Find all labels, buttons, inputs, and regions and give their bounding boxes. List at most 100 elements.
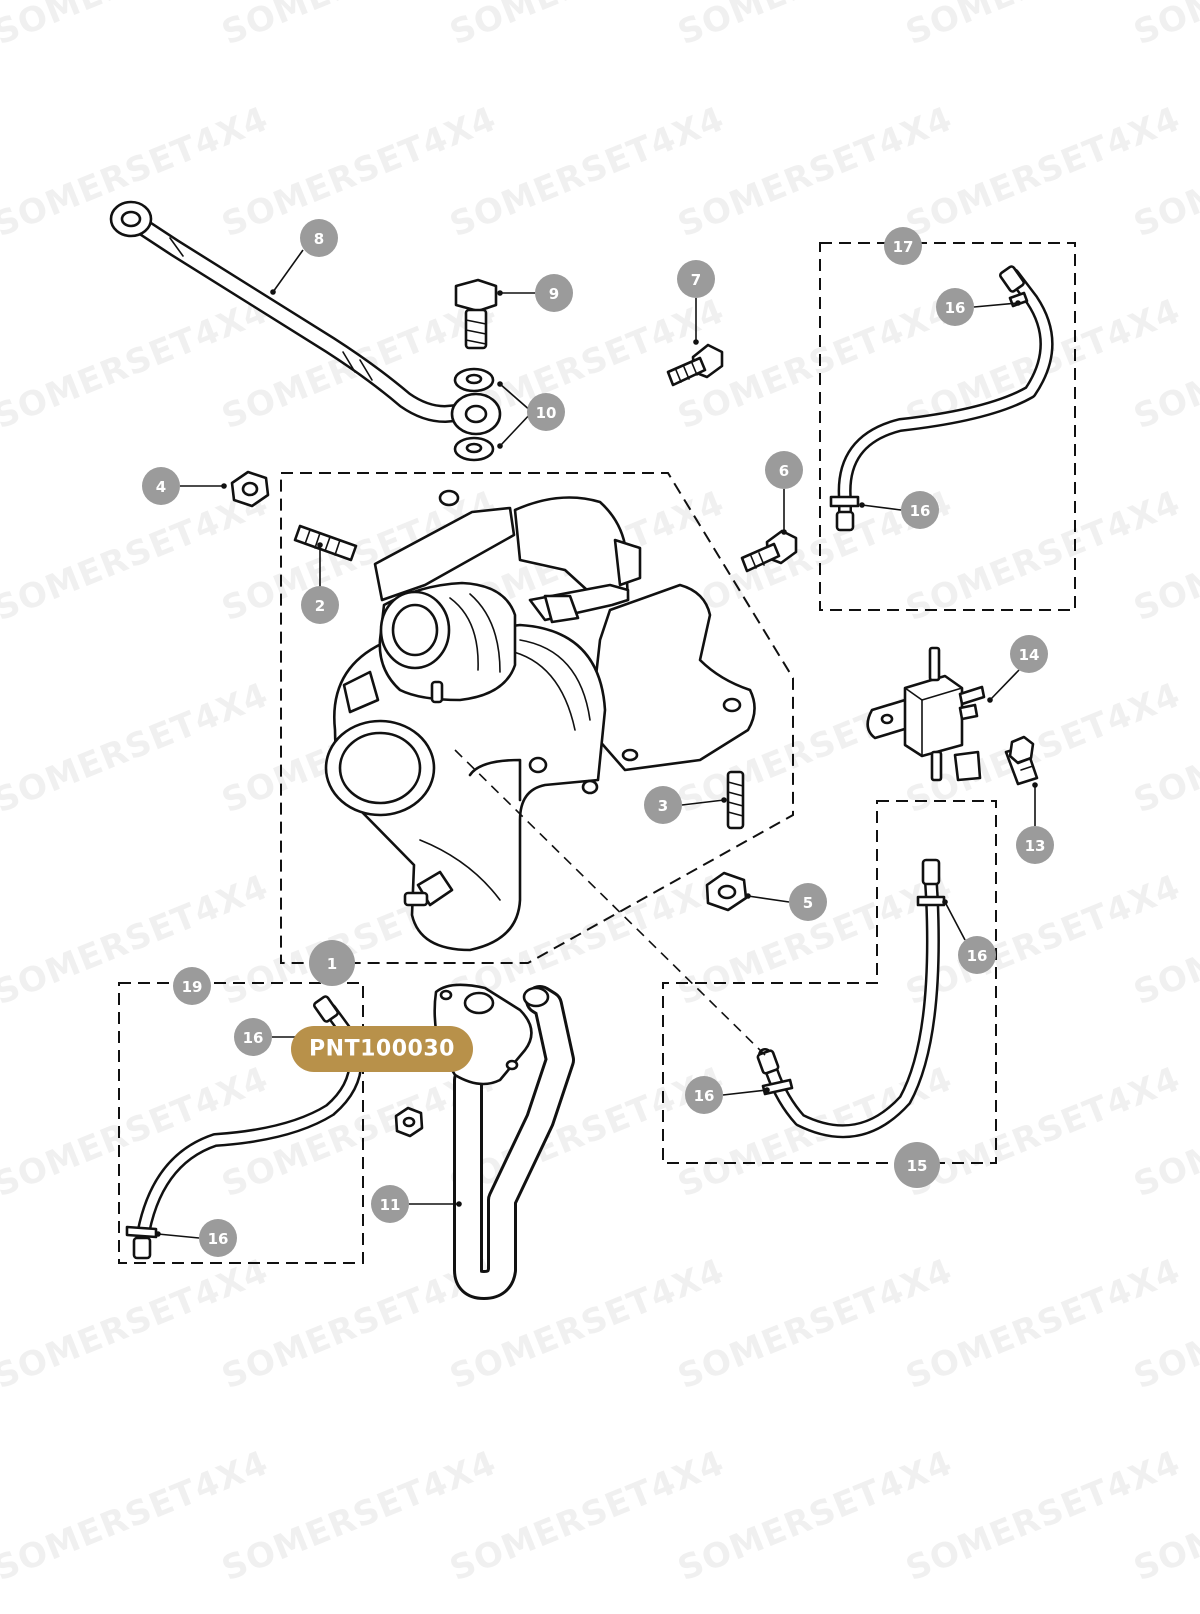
turbocharger — [324, 489, 756, 952]
callout-leader-10 — [499, 383, 533, 413]
callout-leader-dot — [781, 529, 787, 535]
callout-circle — [685, 1076, 723, 1114]
vacuum-hose-19 — [125, 995, 363, 1260]
callout-leader-dot — [721, 797, 727, 803]
callout-3: 3 — [644, 786, 682, 824]
callout-label: 15 — [907, 1157, 928, 1175]
callout-circle — [765, 451, 803, 489]
callout-16: 16 — [199, 1219, 237, 1257]
sealing-washers — [453, 367, 495, 462]
kit-link-leader — [454, 749, 766, 1056]
callout-7: 7 — [677, 260, 715, 298]
part-number-text: PNT100030 — [309, 1037, 455, 1062]
callout-circle — [936, 288, 974, 326]
bolt-13 — [1004, 735, 1039, 786]
callout-16: 16 — [958, 936, 996, 974]
callout-11: 11 — [371, 1185, 409, 1223]
callout-leader-16 — [722, 1089, 768, 1096]
callout-circle — [958, 936, 996, 974]
callout-5: 5 — [789, 883, 827, 921]
callout-circle — [173, 967, 211, 1005]
callout-label: 2 — [315, 597, 325, 615]
callout-leader-3 — [681, 799, 725, 806]
callout-leader-dot — [317, 542, 323, 548]
callout-circle — [894, 1142, 940, 1188]
callout-label: 16 — [243, 1029, 264, 1047]
oil-feed-pipe — [109, 200, 502, 436]
callout-label: 16 — [910, 502, 931, 520]
hose-kit-15-box — [662, 800, 997, 1164]
callout-circle — [199, 1219, 237, 1257]
callout-leader-dot — [456, 1201, 462, 1207]
callout-leaders — [155, 249, 1038, 1239]
callout-leader-dot — [859, 502, 865, 508]
callout-leader-dot — [987, 697, 993, 703]
callout-label: 16 — [208, 1230, 229, 1248]
callout-label: 16 — [694, 1087, 715, 1105]
callout-label: 17 — [893, 238, 914, 256]
callout-circle — [884, 227, 922, 265]
stud-3 — [726, 770, 745, 830]
callout-leader-dot — [221, 483, 227, 489]
callout-leader-dot — [497, 443, 503, 449]
bolt-7 — [666, 343, 724, 387]
callout-label: 4 — [156, 478, 166, 496]
callout-leader-dot — [497, 381, 503, 387]
callout-6: 6 — [765, 451, 803, 489]
callout-circle — [1016, 826, 1054, 864]
callout-14: 14 — [1010, 635, 1048, 673]
callout-circle — [234, 1018, 272, 1056]
callout-label: 16 — [967, 947, 988, 965]
vacuum-hose-15 — [756, 858, 946, 1139]
callout-leader-dot — [155, 1231, 161, 1237]
callout-label: 13 — [1025, 837, 1046, 855]
stud-2 — [293, 524, 358, 562]
callout-2: 2 — [301, 586, 339, 624]
callout-circle — [677, 260, 715, 298]
callout-leader-dot — [270, 289, 276, 295]
vacuum-hose-17 — [829, 265, 1054, 532]
callout-16: 16 — [234, 1018, 272, 1056]
callout-10: 10 — [527, 393, 565, 431]
callout-circle — [527, 393, 565, 431]
banjo-bolt — [454, 278, 498, 350]
callout-4: 4 — [142, 467, 180, 505]
solenoid-valve — [866, 646, 986, 782]
callout-15: 15 — [894, 1142, 940, 1188]
callout-label: 16 — [945, 299, 966, 317]
callout-label: 14 — [1019, 646, 1040, 664]
callout-leader-8 — [272, 249, 304, 293]
callout-label: 10 — [536, 404, 557, 422]
callout-19: 19 — [173, 967, 211, 1005]
callout-leader-dot — [1015, 300, 1021, 306]
callout-label: 3 — [658, 797, 668, 815]
callout-leader-dot — [764, 1087, 770, 1093]
callout-label: 1 — [327, 955, 337, 973]
callout-leader-dot — [745, 893, 751, 899]
callout-leader-dot — [942, 899, 948, 905]
callout-leader-16 — [861, 504, 902, 511]
callout-leader-16 — [944, 901, 966, 941]
callout-label: 9 — [549, 285, 559, 303]
callout-leader-dot — [497, 290, 503, 296]
nut-4 — [230, 470, 270, 508]
callout-16: 16 — [936, 288, 974, 326]
callout-leader-16 — [973, 302, 1019, 308]
callout-leader-dot — [1032, 782, 1038, 788]
callout-leader-5 — [747, 895, 790, 903]
callout-16: 16 — [685, 1076, 723, 1114]
turbo-assembly-group-box — [280, 472, 794, 964]
callout-label: 8 — [314, 230, 324, 248]
callout-circle — [142, 467, 180, 505]
callout-circle — [1010, 635, 1048, 673]
callout-circle — [309, 940, 355, 986]
part-number-badge: PNT100030 — [291, 1026, 473, 1072]
hose-kit-17-box — [819, 242, 1076, 611]
callout-8: 8 — [300, 219, 338, 257]
callout-16: 16 — [901, 491, 939, 529]
callout-9: 9 — [535, 274, 573, 312]
callout-leader-16 — [157, 1233, 200, 1239]
callout-label: 19 — [182, 978, 203, 996]
